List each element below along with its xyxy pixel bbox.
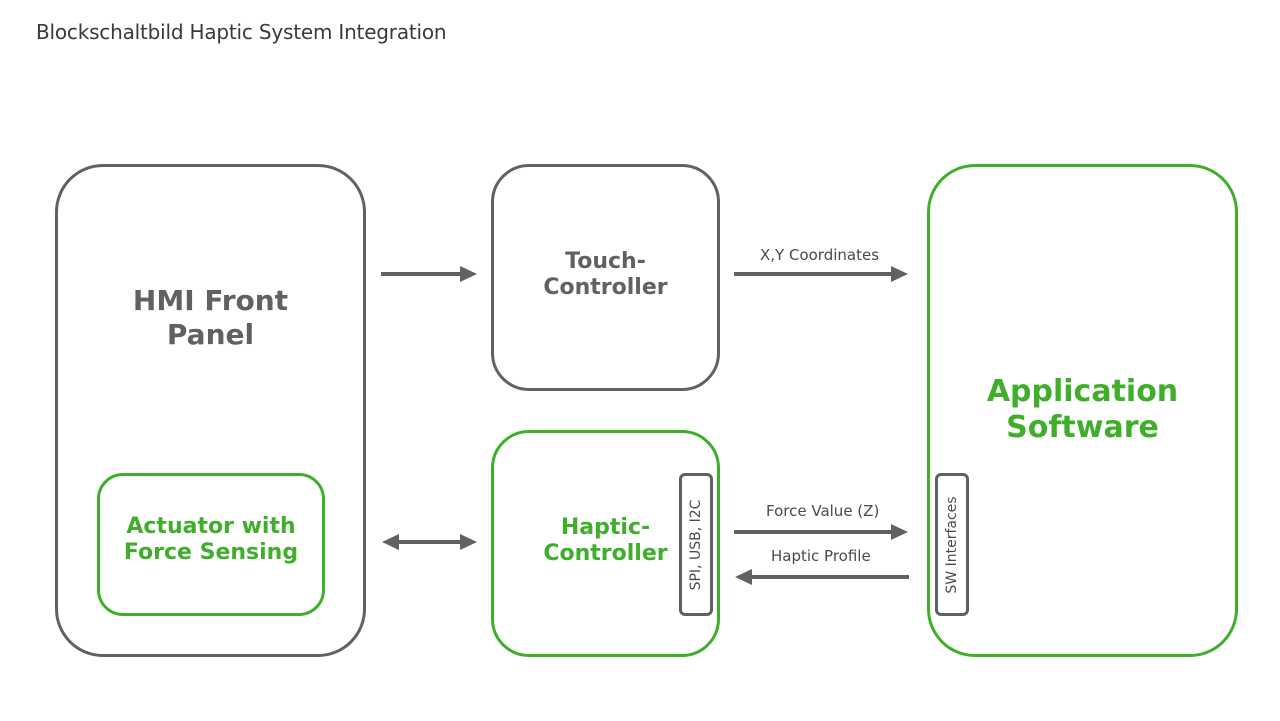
arrow-touch-to-app: [734, 266, 908, 282]
hmi-front-panel-block: [55, 164, 366, 657]
haptic-interface-box: SPI, USB, I2C: [679, 473, 713, 616]
hmi-front-panel-label: HMI Front Panel: [55, 284, 366, 351]
actuator-block: [97, 473, 325, 616]
arrow-hmi-to-touch: [381, 266, 477, 282]
arrow-force-value: [734, 524, 908, 540]
hmi-label-line1: HMI Front: [132, 284, 289, 317]
haptic-controller-block: [491, 430, 720, 657]
actuator-label-line1: Actuator with: [126, 514, 296, 539]
actuator-label-line2: Force Sensing: [123, 540, 299, 566]
touch-label-line1: Touch-: [565, 249, 646, 274]
actuator-label: Actuator with Force Sensing: [97, 514, 325, 567]
haptic-label-line2: Controller: [543, 541, 668, 567]
touch-label-line2: Controller: [543, 275, 668, 301]
application-software-block: [927, 164, 1238, 657]
sw-interfaces-label: SW Interfaces: [944, 495, 960, 594]
sw-interfaces-box: SW Interfaces: [935, 473, 969, 616]
touch-controller-block: [491, 164, 720, 391]
diagram-title: Blockschaltbild Haptic System Integratio…: [36, 20, 447, 44]
touch-controller-label: Touch- Controller: [491, 249, 720, 302]
xy-coordinates-label: X,Y Coordinates: [760, 246, 880, 264]
arrow-hmi-haptic-bidirectional: [382, 534, 477, 550]
force-value-label: Force Value (Z): [766, 502, 880, 520]
application-software-label: Application Software: [927, 374, 1238, 446]
app-label-line1: Application: [986, 374, 1179, 409]
app-label-line2: Software: [1006, 410, 1159, 445]
haptic-interface-label: SPI, USB, I2C: [688, 499, 704, 590]
haptic-label-line1: Haptic-: [560, 515, 651, 540]
haptic-controller-label: Haptic- Controller: [491, 515, 720, 568]
haptic-profile-label: Haptic Profile: [771, 547, 871, 565]
hmi-label-line2: Panel: [166, 317, 255, 351]
arrow-haptic-profile: [735, 569, 909, 585]
